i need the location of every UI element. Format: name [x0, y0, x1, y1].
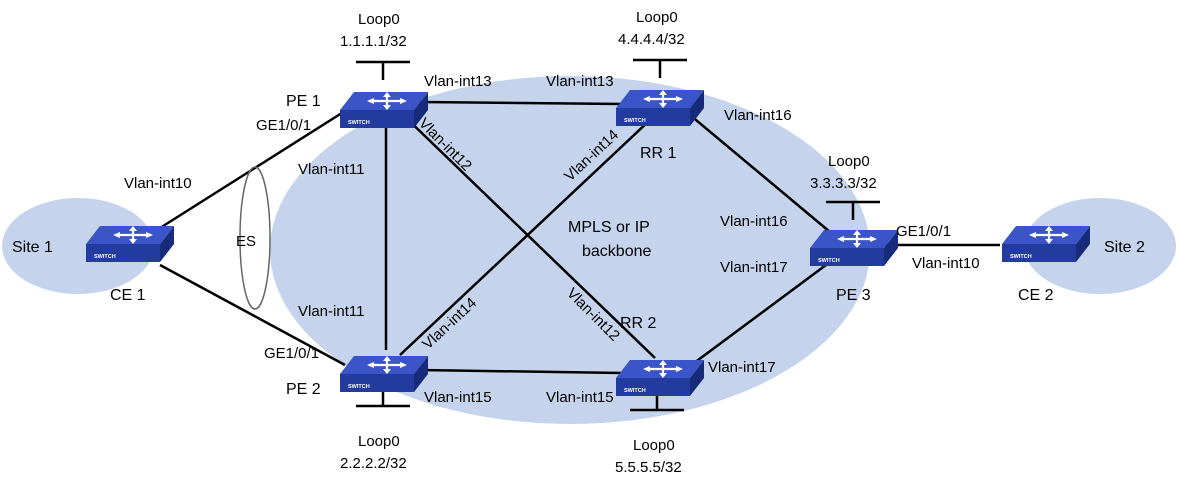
- pe1-loop-name: Loop0: [358, 11, 400, 28]
- pe1-label: PE 1: [286, 93, 321, 110]
- rr2-label: RR 2: [620, 315, 657, 332]
- pe2-switch-text: SWITCH: [348, 384, 370, 390]
- rr1-switch-text: SWITCH: [624, 118, 646, 124]
- ce1-int10-label: Vlan-int10: [124, 175, 192, 192]
- rr2-loop-name: Loop0: [633, 437, 675, 454]
- ce2-switch-text: SWITCH: [1010, 254, 1032, 260]
- pe2-int11-label: Vlan-int11: [298, 303, 364, 320]
- pe1-switch-icon: SWITCH: [340, 92, 428, 128]
- pe3-switch-icon: SWITCH: [810, 230, 898, 266]
- rr1-label: RR 1: [640, 145, 677, 162]
- pe3-ge-label: GE1/0/1: [896, 223, 951, 240]
- backbone-label-line2: backbone: [582, 243, 651, 260]
- site1-area: [2, 198, 154, 294]
- link-pe1-rr1: [419, 100, 623, 106]
- ce1-switch-text: SWITCH: [94, 254, 116, 260]
- es-oval: [239, 166, 271, 310]
- pe2-switch-icon: SWITCH: [340, 356, 428, 392]
- rr1-int16-label: Vlan-int16: [724, 107, 792, 124]
- rr1-loop-name: Loop0: [636, 9, 678, 26]
- rr2-int17-label: Vlan-int17: [708, 359, 776, 376]
- link-rr2-pe3: [689, 260, 831, 368]
- site1-label: Site 1: [12, 239, 53, 256]
- pe3-label: PE 3: [836, 287, 871, 304]
- rr1-loop-ip: 4.4.4.4/32: [618, 31, 685, 48]
- ce1-label: CE 1: [110, 287, 146, 304]
- backbone-label-line1: MPLS or IP: [568, 219, 650, 236]
- rr2-switch-text: SWITCH: [624, 388, 646, 394]
- rr1-int13-label: Vlan-int13: [546, 73, 614, 90]
- pe2-loop-name: Loop0: [358, 433, 400, 450]
- site2-area: [1024, 198, 1176, 294]
- pe1-loop-ip: 1.1.1.1/32: [340, 33, 407, 50]
- pe3-switch-text: SWITCH: [818, 258, 840, 264]
- pe3-int16-label: Vlan-int16: [720, 213, 788, 230]
- pe3-loop-name: Loop0: [828, 153, 870, 170]
- link-rr1-pe2: [399, 119, 651, 356]
- pe2-int15-label: Vlan-int15: [424, 389, 492, 406]
- site2-label: Site 2: [1104, 239, 1145, 256]
- pe1-int11-label: Vlan-int11: [298, 161, 364, 178]
- pe2-label: PE 2: [286, 381, 321, 398]
- link-pe2-rr2: [419, 368, 623, 375]
- pe1-ge-label: GE1/0/1: [256, 117, 311, 134]
- pe3-int17-label: Vlan-int17: [720, 259, 788, 276]
- rr2-loop-ip: 5.5.5.5/32: [615, 459, 682, 476]
- pe1-int13-label: Vlan-int13: [424, 73, 492, 90]
- pe2-ge-label: GE1/0/1: [264, 345, 319, 362]
- rr2-int15-label: Vlan-int15: [546, 389, 614, 406]
- link-rr1-pe3: [689, 114, 831, 233]
- link-ce1-pe2: [159, 263, 346, 367]
- ce2-switch-icon: SWITCH: [1002, 226, 1090, 262]
- ce1-switch-icon: SWITCH: [86, 226, 174, 262]
- pe2-loop-ip: 2.2.2.2/32: [340, 455, 407, 472]
- rr2-switch-icon: SWITCH: [616, 360, 704, 396]
- ce2-int10-label: Vlan-int10: [912, 255, 980, 272]
- rr1-switch-icon: SWITCH: [616, 90, 704, 126]
- link-ce1-pe1: [159, 109, 346, 230]
- ce2-label: CE 2: [1018, 287, 1054, 304]
- pe1-switch-text: SWITCH: [348, 120, 370, 126]
- es-label: ES: [236, 233, 256, 250]
- pe3-loop-ip: 3.3.3.3/32: [810, 175, 877, 192]
